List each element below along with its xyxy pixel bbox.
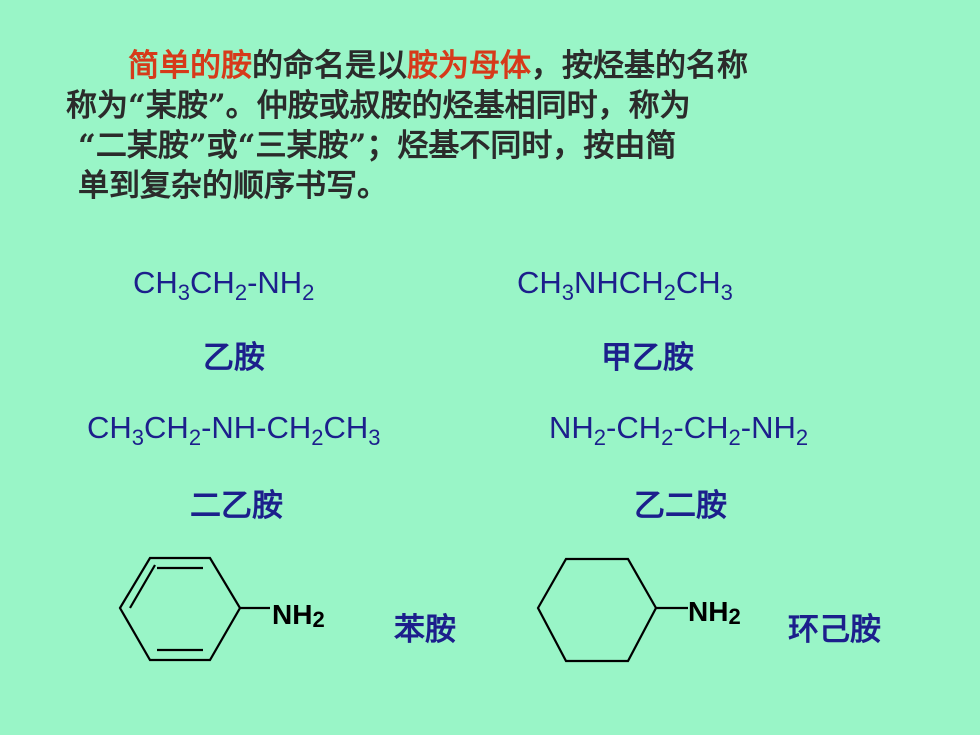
aniline-nh2-label: NH2 [272, 599, 325, 632]
formula-ethylenediamine: NH2-CH2-CH2-NH2 [549, 410, 809, 450]
name-aniline: 苯胺 [394, 612, 456, 648]
name-diethylamine: 二乙胺 [190, 488, 283, 524]
name-ethylamine: 乙胺 [203, 340, 265, 376]
name-methylethylamine: 甲乙胺 [601, 340, 694, 376]
paragraph-line-1: 简单的胺的命名是以胺为母体，按烃基的名称 [128, 48, 748, 84]
paragraph-line-2: 称为“某胺”。仲胺或叔胺的烃基相同时，称为 [66, 88, 691, 124]
highlight-simple-amine: 简单的胺 [128, 48, 252, 84]
cyclohexylamine-nh2-label: NH2 [688, 596, 741, 629]
name-cyclohexylamine: 环己胺 [788, 612, 881, 648]
paragraph-line-4: 单到复杂的顺序书写。 [78, 168, 388, 204]
name-ethylenediamine: 乙二胺 [634, 488, 727, 524]
formula-diethylamine: CH3CH2-NH-CH2CH3 [87, 410, 381, 450]
highlight-amine-parent: 胺为母体 [407, 48, 531, 84]
intro-paragraph: 简单的胺的命名是以胺为母体，按烃基的名称 称为“某胺”。仲胺或叔胺的烃基相同时，… [66, 46, 906, 206]
formula-methylethylamine: CH3NHCH2CH3 [517, 265, 733, 305]
cyclohexane-ring-structure [536, 557, 688, 663]
benzene-ring-structure [118, 556, 270, 662]
paragraph-line-3: “二某胺”或“三某胺”；烃基不同时，按由简 [78, 128, 677, 164]
formula-ethylamine: CH3CH2-NH2 [133, 265, 315, 305]
